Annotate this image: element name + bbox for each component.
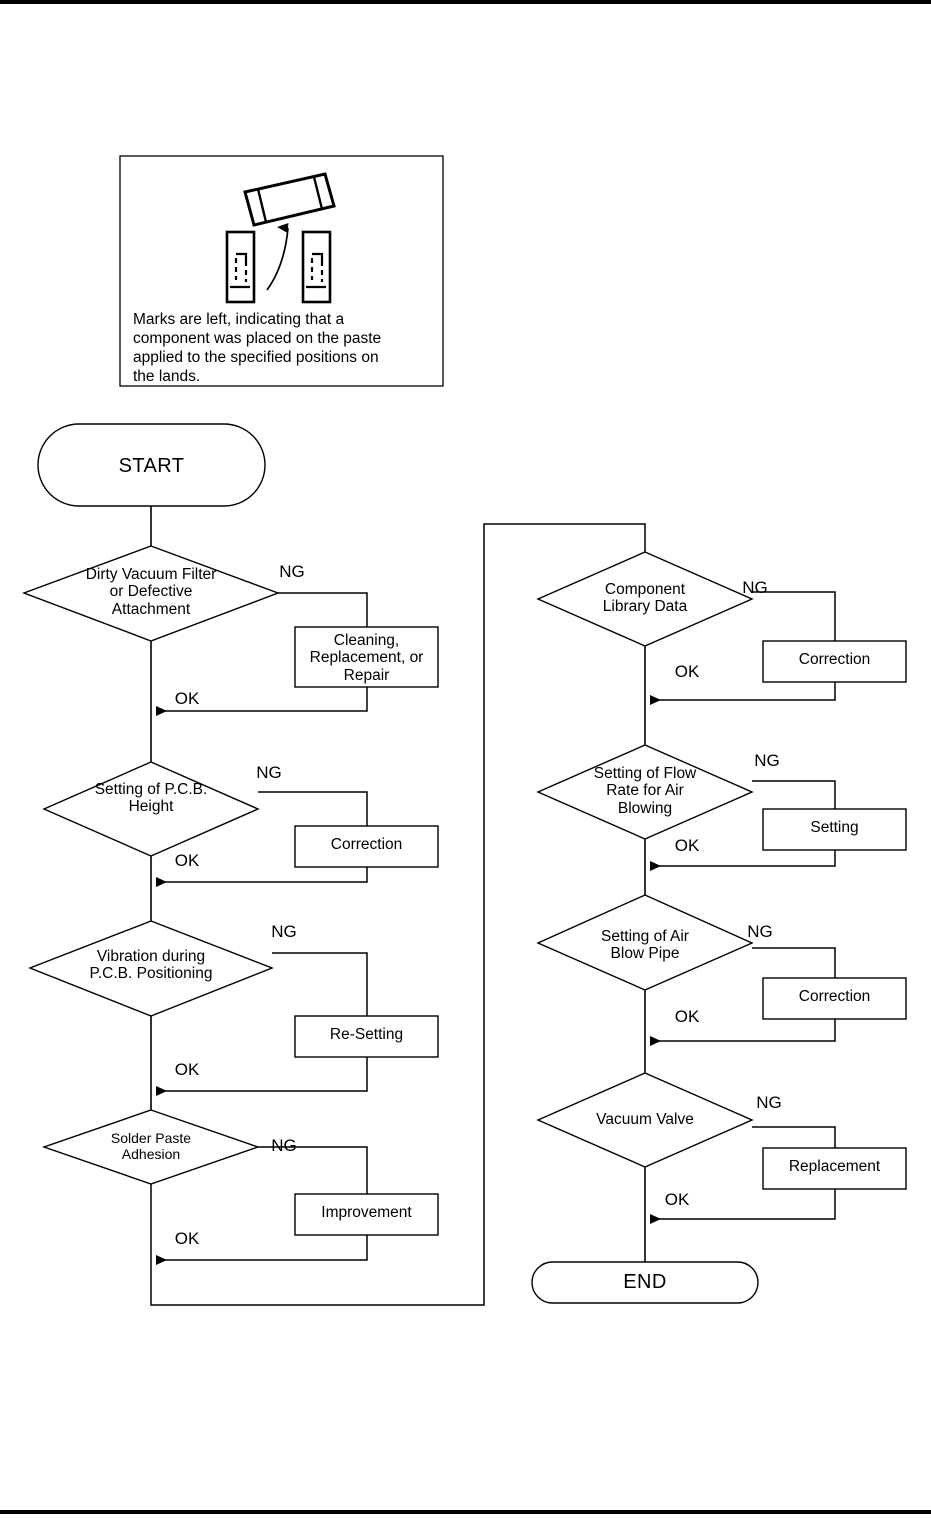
decision-solder-paste-adhesion: [41, 1109, 261, 1185]
action-correction-air-blow-pipe: [762, 977, 907, 1020]
right-land-pad: [301, 230, 332, 304]
column-connector: [150, 523, 646, 1306]
curved-placement-arrow: [266, 223, 289, 291]
decision-pcb-height: [42, 761, 260, 857]
action-replacement: [762, 1147, 907, 1190]
decision-vibration-pcb-positioning: [28, 920, 274, 1017]
decision-component-library-data: [536, 551, 754, 647]
decision-dirty-vacuum-filter: [22, 545, 280, 642]
action-re-setting: [294, 1015, 439, 1058]
decision-air-blow-pipe: [536, 894, 754, 991]
decision-vacuum-valve: [536, 1072, 754, 1168]
horizontal-rule-bottom: [0, 1510, 931, 1514]
horizontal-rule-top: [0, 0, 931, 4]
decision-flow-rate-air-blowing: [536, 744, 754, 840]
action-setting: [762, 808, 907, 851]
action-cleaning-replacement-repair: [294, 626, 439, 688]
action-correction-component-library: [762, 640, 907, 683]
end-terminal: [531, 1261, 759, 1304]
action-improvement: [294, 1193, 439, 1236]
left-land-pad: [225, 230, 256, 304]
tilted-chip-component: [243, 172, 336, 227]
action-correction-pcb-height: [294, 825, 439, 868]
start-terminal: [37, 423, 266, 507]
